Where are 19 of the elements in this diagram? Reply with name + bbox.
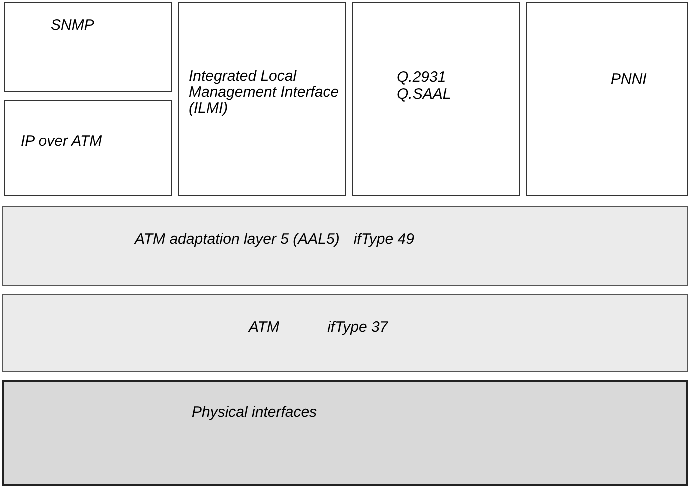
layer-label: IP over ATM — [21, 132, 102, 152]
layer-label: PNNI — [611, 70, 647, 90]
layer-label: ifType 37 — [328, 318, 388, 338]
layer-label: ifType 49 — [354, 230, 414, 250]
layer-box — [2, 380, 688, 486]
layer-box — [2, 206, 688, 286]
layer-label: Integrated Local Management Interface (ILMI) — [189, 69, 340, 117]
layer-label: ATM adaptation layer 5 (AAL5) — [135, 230, 340, 250]
layer-box — [526, 2, 688, 196]
layer-label: ATM — [249, 318, 280, 338]
layer-box — [2, 294, 688, 372]
layer-label: Physical interfaces — [192, 403, 318, 423]
layer-label: Q.2931 — [397, 69, 446, 86]
layer-box — [178, 2, 346, 196]
layer-box — [4, 2, 172, 92]
layer-label: Q.SAAL — [397, 86, 452, 103]
layer-label: SNMP — [51, 16, 94, 36]
layer-box — [352, 2, 520, 196]
layer-box — [4, 100, 172, 196]
